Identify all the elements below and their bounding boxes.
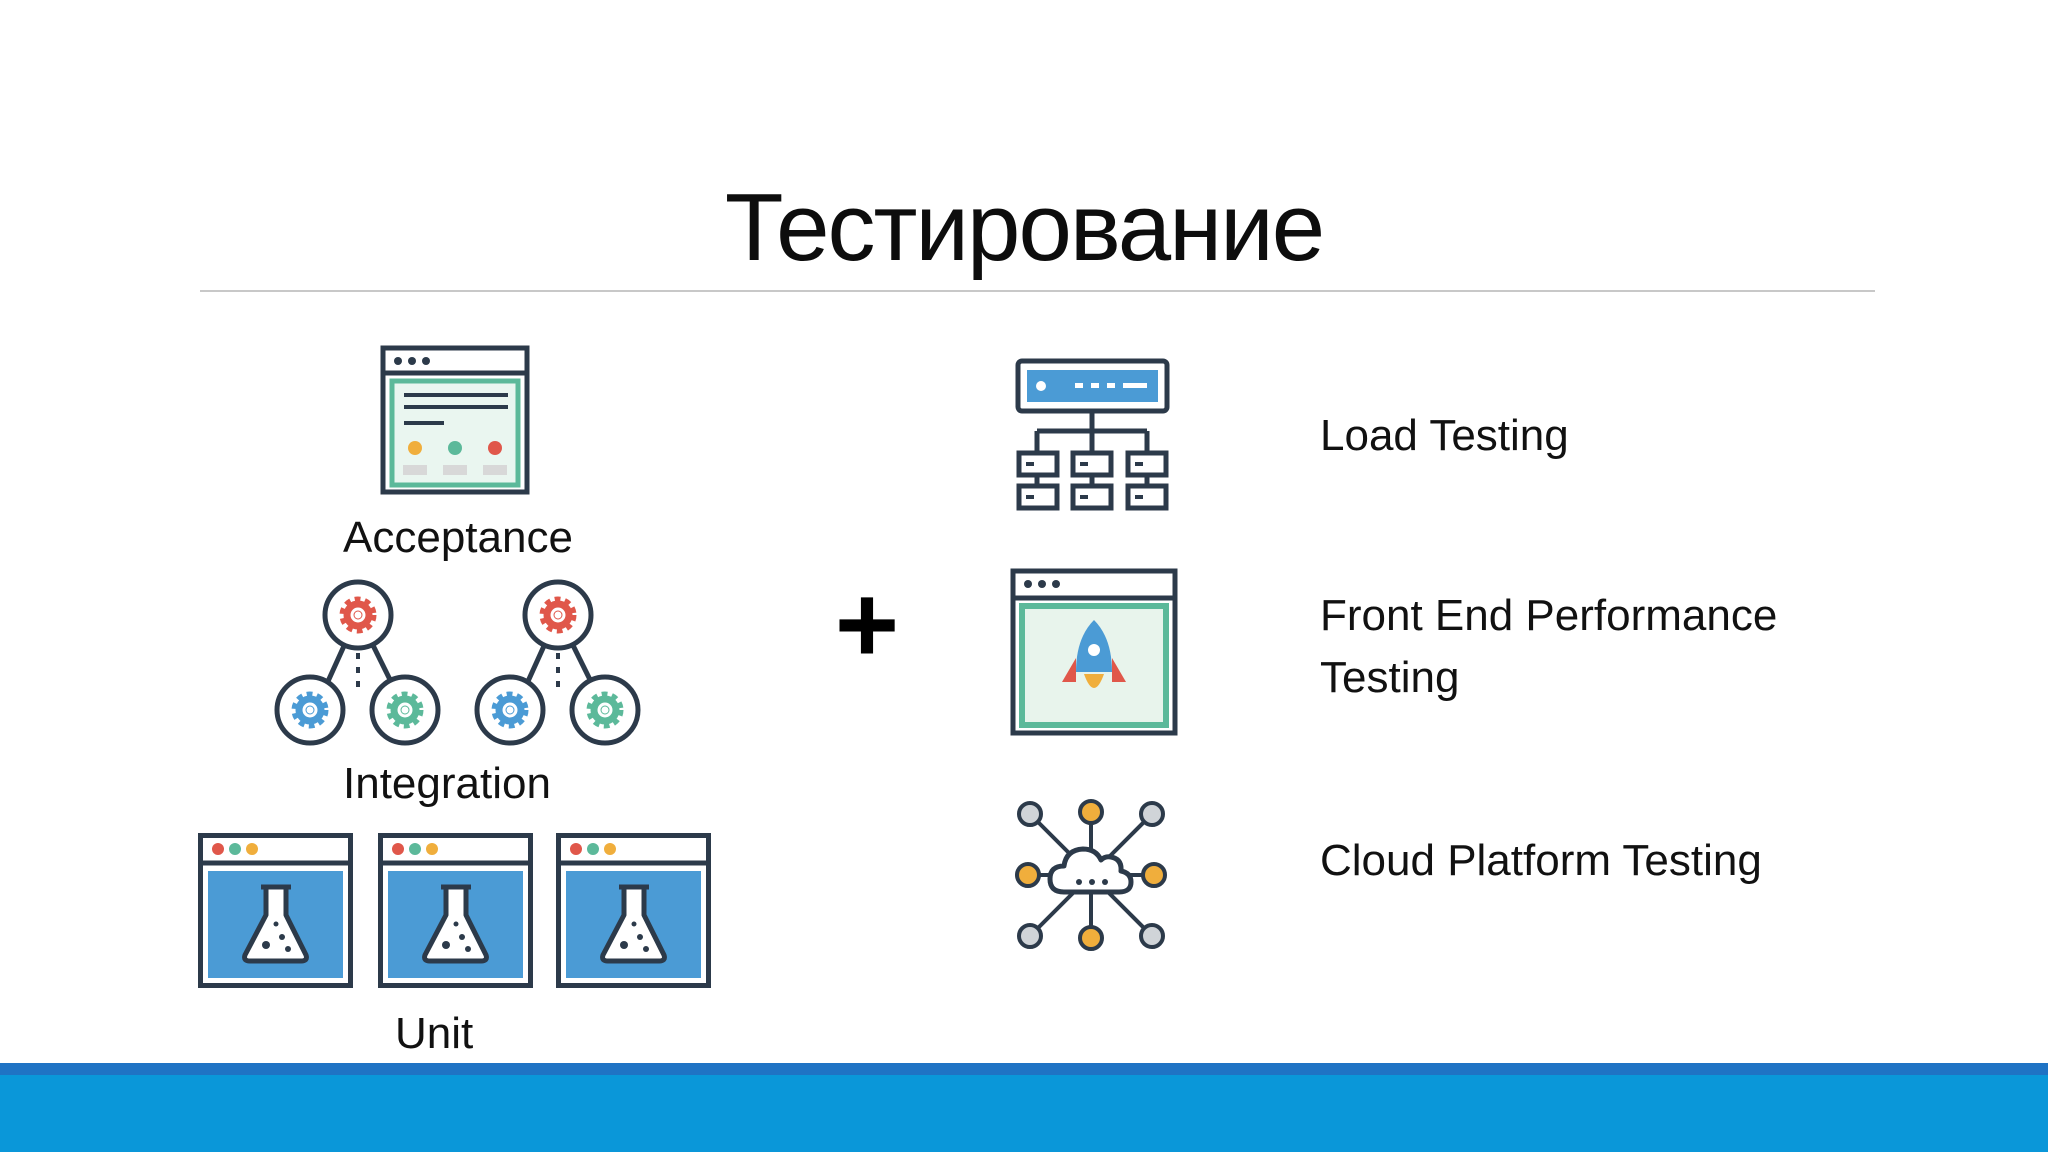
plus-sign: + [834,563,900,686]
unit-flask-windows-icon [198,833,713,988]
cloud-platform-testing-label: Cloud Platform Testing [1320,836,1762,885]
server-hierarchy-icon [1015,358,1170,513]
integration-gears-icon [270,575,650,755]
footer-band-light [0,1075,2048,1152]
load-testing-label: Load Testing [1320,411,1569,460]
front-end-performance-testing-label: Front End Performance Testing [1320,591,1778,702]
unit-label: Unit [395,1009,474,1058]
integration-label: Integration [343,759,551,808]
cloud-network-icon [1012,796,1170,954]
slide-title: Тестирование [724,174,1325,281]
footer-band-dark [0,1063,2048,1075]
acceptance-label: Acceptance [343,513,573,562]
title-divider [200,290,1875,292]
rocket-browser-icon [1010,568,1178,736]
acceptance-browser-icon [380,345,530,495]
